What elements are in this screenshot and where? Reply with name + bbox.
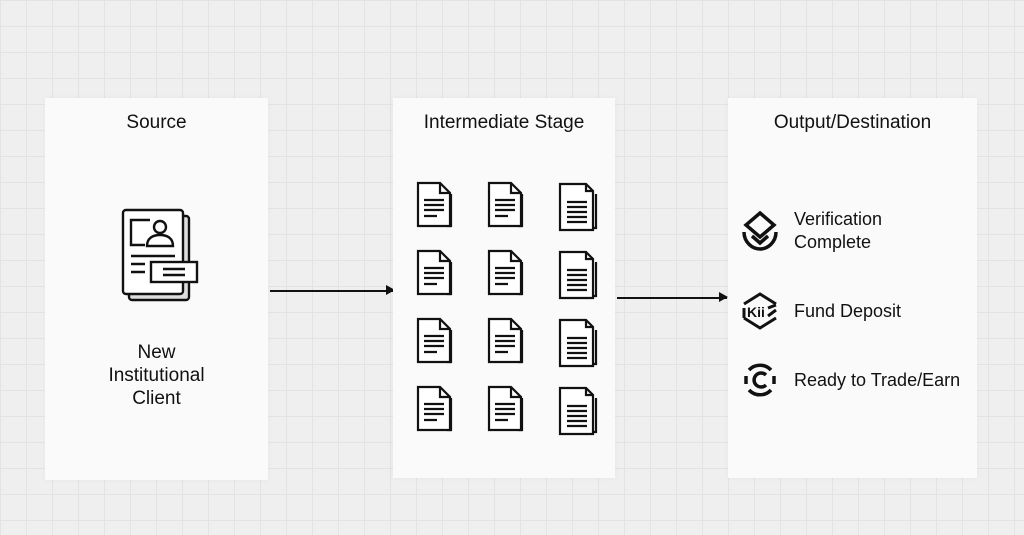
document-icon — [486, 180, 530, 232]
source-panel: Source New Institutional Client — [45, 98, 268, 480]
document-icon — [557, 248, 601, 300]
client-profile-document-icon — [121, 208, 199, 302]
document-icon — [415, 384, 459, 436]
output-title: Output/Destination — [773, 112, 932, 133]
arrow-source-to-intermediate — [270, 286, 395, 294]
output-item-verification: Verification Complete — [740, 208, 882, 254]
output-item-fund-deposit: Kii Fund Deposit — [740, 290, 901, 332]
document-icon — [486, 316, 530, 368]
output-panel: Output/Destination Verification Complete… — [728, 98, 977, 478]
source-title: Source — [126, 112, 187, 133]
document-icon — [415, 316, 459, 368]
source-label: New Institutional Client — [108, 342, 205, 409]
document-icon — [415, 180, 459, 232]
intermediate-panel: Intermediate Stage — [393, 98, 615, 478]
document-icon — [486, 384, 530, 436]
intermediate-title: Intermediate Stage — [423, 112, 585, 133]
svg-text:Kii: Kii — [747, 304, 765, 320]
kii-hexagon-icon: Kii — [742, 292, 777, 330]
document-icon — [557, 180, 601, 232]
arrow-intermediate-to-output — [617, 293, 728, 301]
circular-c-icon — [744, 363, 776, 397]
document-icon — [557, 384, 601, 436]
document-icon — [557, 316, 601, 368]
document-icon — [486, 248, 530, 300]
document-icon — [415, 248, 459, 300]
output-item-ready-to-trade: Ready to Trade/Earn — [740, 360, 960, 400]
verification-shield-icon — [742, 210, 778, 251]
